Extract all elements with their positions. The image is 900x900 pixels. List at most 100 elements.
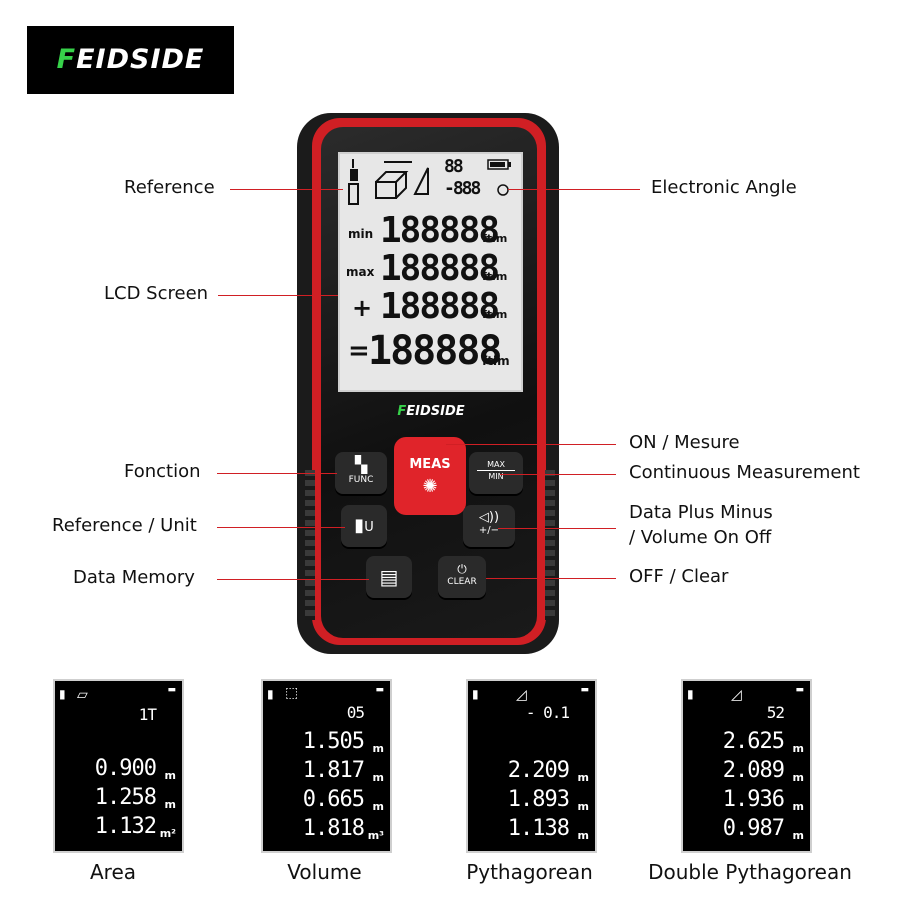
func-grid-icon: ▚ [354, 455, 368, 474]
mode-unit: m [577, 829, 589, 842]
mode-row: 2.089 [722, 758, 785, 783]
lcd-row-value-plus: 188888 [380, 286, 500, 327]
brand-logo-text: FEIDSIDE [56, 44, 205, 75]
reference-icon: ▮ [472, 687, 479, 701]
mode-row: 2.209 [507, 758, 570, 783]
mode-unit: m [792, 800, 804, 813]
callout-fonction: Fonction [124, 461, 201, 482]
battery-icon: ▬ [795, 685, 804, 695]
mode-top-digits: 05 [346, 703, 365, 722]
min-label: MIN [488, 472, 504, 481]
mode-label-pythagorean: Pythagorean [466, 860, 593, 884]
laser-icon: ✺ [422, 476, 438, 497]
callout-data-plus-minus-1: Data Plus Minus [629, 502, 773, 523]
reference-icon [348, 159, 359, 205]
left-grip [305, 470, 315, 620]
mode-row: 1.505 [302, 729, 365, 754]
mode-label-area: Area [89, 860, 137, 884]
mode-row: 0.665 [302, 787, 365, 812]
mode-unit: m [792, 771, 804, 784]
mode-row: 2.625 [722, 729, 785, 754]
callout-line-reference-unit [217, 527, 345, 528]
mode-row: 1.893 [507, 787, 570, 812]
callout-on-mesure: ON / Mesure [629, 432, 740, 453]
mode-unit: m [792, 742, 804, 755]
lcd-row-value-equals: 188888 [368, 328, 502, 374]
mode-unit: m [372, 800, 384, 813]
callout-line-continuous [500, 474, 616, 475]
mode-screen-area: ▮ ▱ ▬ 1T 0.900 m 1.258 m 1.132 m² [53, 679, 184, 853]
lcd-row-value-min: 188888 [380, 210, 500, 251]
mode-unit: m³ [367, 829, 384, 842]
lcd-row-value-max: 188888 [380, 248, 500, 289]
battery-icon: ▬ [167, 685, 176, 695]
battery-icon: ▬ [375, 685, 384, 695]
lcd-row-unit-equals: ftim [482, 354, 510, 368]
lcd-icons [348, 159, 511, 205]
lcd-top-digits: 88 [444, 156, 464, 177]
bluetooth-icon [497, 184, 509, 196]
mode-unit: m [372, 771, 384, 784]
reference-icon: ▮ [59, 687, 66, 701]
mode-screen-double-pythagorean: ▮ ◿ ▬ 52 2.625 m 2.089 m 1.936 m 0.987 m [681, 679, 812, 853]
angle-icon: ◿ [731, 687, 742, 703]
mode-row: 1.818 [302, 816, 365, 841]
callout-line-on-mesure [446, 444, 616, 445]
mode-screen-volume: ▮ ⬚ ▬ 05 1.505 m 1.817 m 0.665 m 1.818 m… [261, 679, 392, 853]
mode-row: 1.936 [722, 787, 785, 812]
mode-top-digits: - 0.1 [525, 703, 570, 722]
clear-label: CLEAR [447, 577, 477, 587]
clear-button[interactable]: ⏻ CLEAR [438, 556, 486, 598]
angle-icon: ◿ [516, 687, 527, 703]
mode-row: 0.987 [722, 816, 785, 841]
mode-label-double-pythagorean: Double Pythagorean [648, 860, 852, 884]
callout-data-plus-minus-2: / Volume On Off [629, 527, 772, 548]
memory-button[interactable]: ▤ [366, 556, 412, 598]
plus-minus-volume-button[interactable]: ◁)) +/− [463, 505, 515, 547]
area-parallelogram-icon: ▱ [77, 687, 88, 703]
callout-data-memory: Data Memory [73, 567, 195, 588]
meas-button[interactable]: MEAS ✺ [394, 437, 466, 515]
device-logo: FEIDSIDE [397, 404, 465, 419]
callout-off-clear: OFF / Clear [629, 566, 729, 587]
lcd-screen: 88 -888 min 188888 ftim max 188888 ftim … [338, 152, 523, 392]
right-grip [545, 470, 555, 620]
callout-continuous: Continuous Measurement [629, 462, 860, 483]
lcd-row-label-equals: = [348, 336, 370, 366]
mode-unit: m [577, 771, 589, 784]
callout-line-reference [230, 189, 343, 190]
callout-electronic-angle: Electronic Angle [651, 177, 797, 198]
meas-label: MEAS [409, 457, 451, 472]
mode-screen-pythagorean: ▮ ◿ ▬ - 0.1 2.209 m 1.893 m 1.138 m [466, 679, 597, 853]
reference-unit-button[interactable]: ▮U [341, 505, 387, 547]
mode-unit: m [792, 829, 804, 842]
power-icon: ⏻ [457, 562, 467, 576]
lcd-row-label-plus: + [352, 294, 373, 322]
volume-box-icon: ⬚ [285, 685, 299, 701]
lcd-row-unit-max: ftim [482, 270, 508, 283]
max-min-button[interactable]: MAX MIN [469, 452, 523, 494]
func-button[interactable]: ▚ FUNC [335, 452, 387, 494]
mode-row: 1.138 [507, 816, 570, 841]
lcd-angle-digits: -888 [444, 178, 481, 199]
mode-top-digits: 1T [138, 705, 157, 724]
speaker-icon: ◁)) [478, 510, 500, 525]
callout-lcd-screen: LCD Screen [104, 283, 209, 304]
lcd-row-unit-plus: ftim [482, 308, 508, 321]
unit-label: U [364, 520, 374, 535]
max-label: MAX [487, 460, 505, 469]
mode-row: 1.132 [94, 814, 157, 839]
mode-unit: m [164, 769, 176, 782]
callout-line-data-memory [217, 579, 369, 580]
mode-unit: m² [159, 827, 176, 840]
lcd-row-label-min: min [348, 227, 374, 241]
max-min-divider [477, 470, 515, 471]
mode-top-digits: 52 [766, 703, 785, 722]
func-label: FUNC [348, 475, 374, 485]
mode-row: 0.900 [94, 756, 157, 781]
plus-minus-label: +/− [478, 525, 500, 536]
lcd-row-label-max: max [346, 265, 375, 279]
lcd-row-unit-min: ftim [482, 232, 508, 245]
callout-line-fonction [217, 473, 337, 474]
callout-line-lcd [218, 295, 338, 296]
